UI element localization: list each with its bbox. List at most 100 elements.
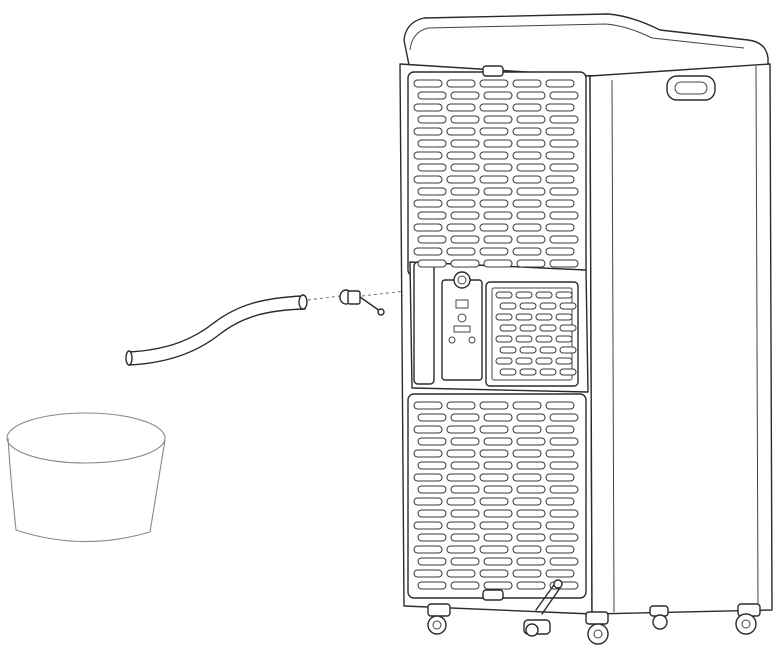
grill-slot [446,449,476,458]
grill-slot [417,533,447,542]
grill-slot [446,223,476,232]
grill-slot [413,569,443,578]
grill-slot [479,401,509,410]
grill-slot [549,533,579,542]
grill-slot [519,368,537,376]
grill-slot [549,139,579,148]
grill-slot [555,291,573,299]
grill-slot [417,91,447,100]
drain-port [448,299,476,344]
grill-slot [446,127,476,136]
grill-slot [417,509,447,518]
grill-slot [549,461,579,470]
grill-slot [512,521,542,530]
grill-slot [417,139,447,148]
grill-slot [495,357,513,365]
grill-slot [545,199,575,208]
grill-slot [479,151,509,160]
grill-slot [499,368,517,376]
grill-slot [512,103,542,112]
grill-slot [413,175,443,184]
grill-slot [450,485,480,494]
grill-slot [545,175,575,184]
grill-slot [446,151,476,160]
grill-slot [545,473,575,482]
grill-slot [479,473,509,482]
grill-slot [512,127,542,136]
caster-wheels [427,603,761,645]
grill-slot [417,187,447,196]
grill-slot [512,401,542,410]
grill-slot [545,151,575,160]
grill-slot [479,175,509,184]
grill-slot [479,79,509,88]
grill-slot [446,175,476,184]
grill-slot [413,103,443,112]
grill-slot [512,79,542,88]
grill-slot [555,335,573,343]
grill-slot [417,211,447,220]
grill-slot [479,545,509,554]
grill-slot [479,103,509,112]
grill-slot [549,485,579,494]
grill-slot [535,335,553,343]
grill-slot [545,79,575,88]
grill-slot [446,199,476,208]
grill-slot [446,247,476,256]
drain-hose [125,294,341,366]
grill-slot [413,545,443,554]
grill-slot [549,211,579,220]
grill-slot [512,175,542,184]
grill-slot [450,235,480,244]
grill-slot [479,127,509,136]
grill-slot [516,259,546,268]
top-air-filter-grill [413,79,579,268]
grill-slot [516,557,546,566]
grill-slot [559,368,577,376]
grill-slot [413,247,443,256]
grill-slot [549,235,579,244]
grill-slot [495,313,513,321]
grill-slot [516,163,546,172]
grill-slot [515,291,533,299]
grill-slot [479,425,509,434]
grill-slot [450,187,480,196]
grill-slot [446,103,476,112]
grill-slot [559,302,577,310]
grill-slot [499,302,517,310]
grill-slot [483,115,513,124]
grill-slot [479,247,509,256]
grill-slot [516,437,546,446]
grill-slot [479,199,509,208]
grill-slot [545,521,575,530]
grill-slot [539,346,557,354]
grill-slot [545,247,575,256]
grill-slot [446,425,476,434]
grill-slot [450,509,480,518]
grill-slot [450,461,480,470]
grill-slot [512,497,542,506]
grill-slot [417,259,447,268]
grill-slot [545,103,575,112]
grill-slot [512,425,542,434]
grill-slot [483,235,513,244]
grill-slot [479,449,509,458]
grill-slot [545,449,575,458]
grill-slot [499,324,517,332]
grill-slot [516,461,546,470]
grill-slot [446,545,476,554]
grill-slot [535,357,553,365]
lower-drain-outlet [523,579,563,637]
grill-slot [479,521,509,530]
grill-slot [417,235,447,244]
grill-slot [417,461,447,470]
grill-slot [516,581,546,590]
grill-slot [495,291,513,299]
grill-slot [516,91,546,100]
grill-slot [516,187,546,196]
grill-slot [549,163,579,172]
grill-slot [483,139,513,148]
grill-slot [479,569,509,578]
grill-slot [535,313,553,321]
